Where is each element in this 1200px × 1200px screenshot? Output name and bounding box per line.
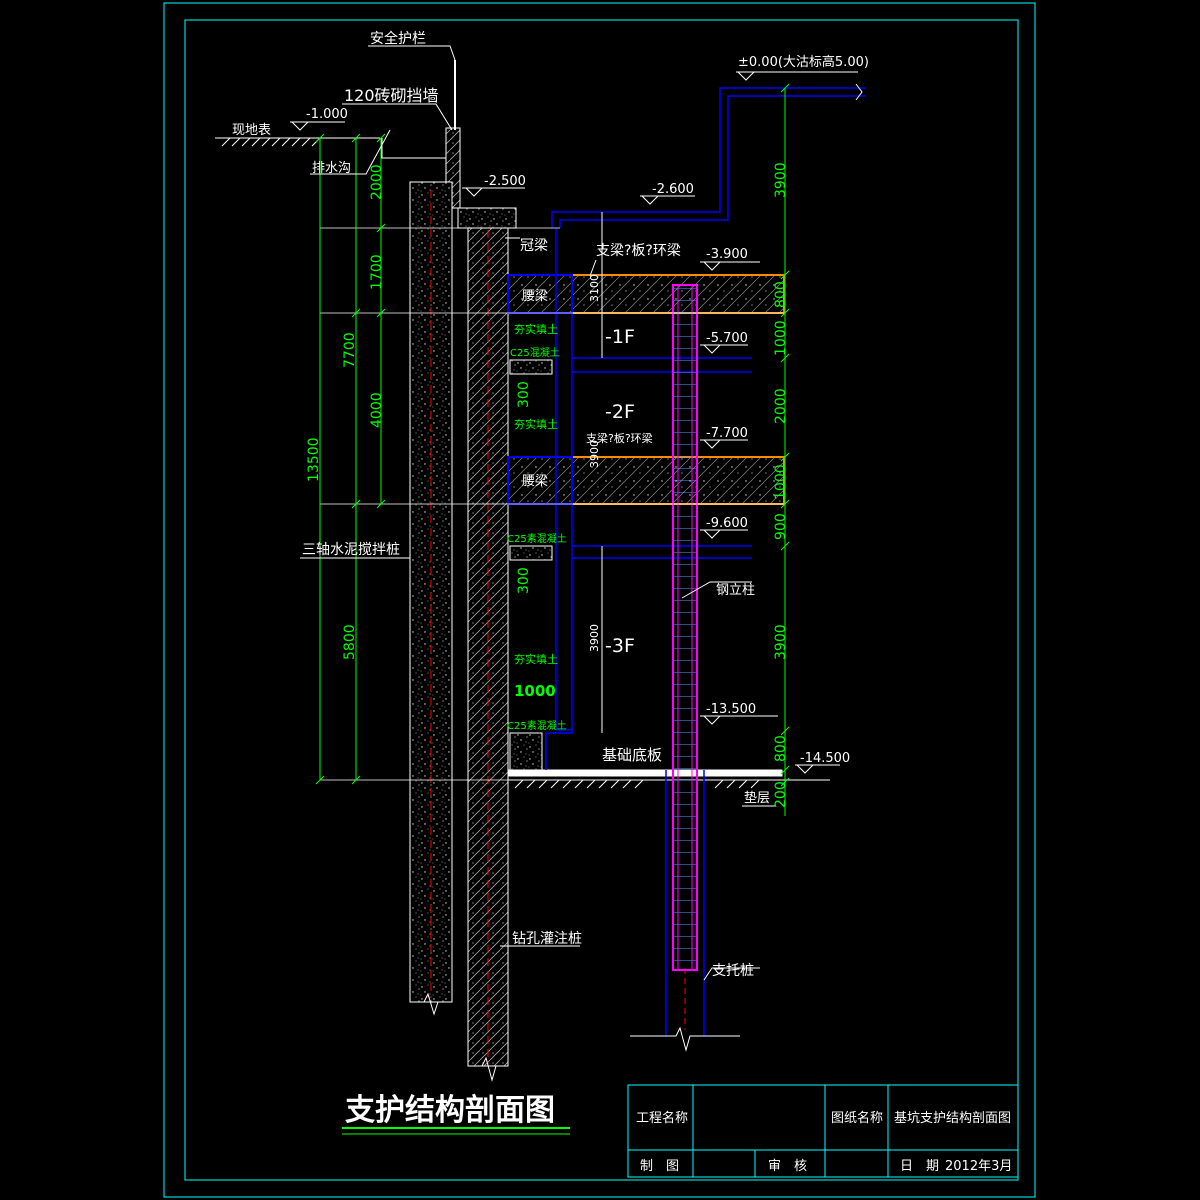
tb-drawn-label: 制 图 bbox=[640, 1159, 679, 1174]
dim-300-a: 300 bbox=[516, 381, 532, 408]
label-backfill-3: 夯实填土 bbox=[514, 652, 558, 666]
title-block bbox=[627, 1084, 1019, 1178]
c25-block-2 bbox=[509, 545, 553, 561]
reference-lines bbox=[320, 227, 785, 781]
rdim-200: 200 bbox=[773, 781, 789, 808]
label-floor-b1: -1F bbox=[605, 326, 635, 348]
dim-1000: 1000 bbox=[514, 682, 556, 700]
rdim-2000: 2000 bbox=[773, 388, 789, 424]
rdim-3900-b: 3900 bbox=[773, 624, 789, 660]
rdim-1000-b: 1000 bbox=[773, 464, 789, 500]
leader-lines bbox=[300, 45, 775, 981]
support-pile-break bbox=[630, 1026, 740, 1052]
dim-3100: 3100 bbox=[588, 274, 601, 302]
dim-5800: 5800 bbox=[342, 624, 358, 660]
support-pile bbox=[665, 770, 705, 1036]
tb-drawing-value: 基坑支护结构剖面图 bbox=[894, 1111, 1011, 1126]
dim-3900-a: 3900 bbox=[588, 440, 601, 468]
label-steel-column: 钢立柱 bbox=[716, 583, 755, 598]
crown-beam bbox=[457, 207, 517, 229]
dim-1700: 1700 bbox=[369, 254, 385, 290]
dim-7700: 7700 bbox=[342, 332, 358, 368]
label-waist-beam-1: 腰梁 bbox=[522, 289, 548, 304]
rdim-1000-a: 1000 bbox=[773, 320, 789, 356]
label-backfill-2: 夯实填土 bbox=[514, 417, 558, 431]
rdim-800-a: 800 bbox=[773, 281, 789, 308]
c25-block-3 bbox=[509, 732, 543, 772]
dim-4000: 4000 bbox=[369, 392, 385, 428]
label-bored-pile: 钻孔灌注桩 bbox=[512, 930, 582, 947]
label-c25-1: C25混凝土 bbox=[510, 346, 560, 359]
label-brick-wall: 120砖砌挡墙 bbox=[344, 86, 439, 105]
elev-ground: -1.000 bbox=[306, 107, 348, 122]
label-strut-2: 支梁?板?环梁 bbox=[586, 431, 653, 445]
label-base-slab: 基础底板 bbox=[602, 746, 662, 764]
waist-beam-b1 bbox=[507, 274, 573, 314]
label-c25-3: C25素混凝土 bbox=[507, 719, 567, 732]
label-crown-beam: 冠梁 bbox=[520, 238, 548, 254]
dim-13500: 13500 bbox=[306, 437, 322, 482]
base-soil-hatch bbox=[508, 779, 830, 789]
elev-13500: -13.500 bbox=[706, 702, 756, 717]
elev-14500: -14.500 bbox=[800, 751, 850, 766]
base-slab bbox=[507, 769, 783, 777]
label-ground: 现地表 bbox=[232, 123, 271, 138]
tb-date-label: 日 期 bbox=[900, 1159, 939, 1174]
right-dimension-line bbox=[780, 83, 790, 816]
tb-project-label: 工程名称 bbox=[636, 1110, 688, 1126]
label-waist-beam-2: 腰梁 bbox=[522, 474, 548, 489]
dim-2000: 2000 bbox=[369, 164, 385, 200]
rdim-800-b: 800 bbox=[773, 735, 789, 762]
tb-date-value: 2012年3月 bbox=[945, 1159, 1012, 1174]
elev-5700: -5.700 bbox=[706, 331, 748, 346]
elev-9600: -9.600 bbox=[706, 516, 748, 531]
label-cushion: 垫层 bbox=[744, 790, 770, 806]
drainage-ditch bbox=[381, 138, 447, 159]
left-dimension-lines bbox=[315, 133, 386, 785]
tb-drawing-label: 图纸名称 bbox=[831, 1110, 883, 1126]
label-c25-2: C25素混凝土 bbox=[507, 532, 567, 545]
inner-frame bbox=[184, 19, 1019, 1181]
outer-frame bbox=[163, 2, 1036, 1198]
elev-3900: -3.900 bbox=[706, 247, 748, 262]
mixing-pile-break bbox=[410, 992, 452, 1016]
label-floor-b3: -3F bbox=[605, 635, 635, 657]
bored-pile-break bbox=[468, 1056, 508, 1082]
elev-step: -2.600 bbox=[652, 182, 694, 197]
drawing-title: 支护结构剖面图 bbox=[345, 1093, 555, 1128]
steel-column bbox=[672, 284, 698, 971]
label-backfill-1: 夯实填土 bbox=[514, 322, 558, 336]
elev-crown: -2.500 bbox=[484, 174, 526, 189]
ground-surface bbox=[215, 137, 380, 147]
mixing-pile-body bbox=[409, 181, 453, 1003]
steel-column-lattice bbox=[673, 285, 697, 970]
tb-check-label: 审 核 bbox=[768, 1159, 807, 1174]
label-guardrail: 安全护栏 bbox=[370, 30, 426, 47]
label-support-pile: 支托桩 bbox=[712, 962, 754, 979]
elev-top: ±0.00(大沽标高5.00) bbox=[738, 54, 869, 70]
rdim-3900-a: 3900 bbox=[773, 162, 789, 198]
elev-7700: -7.700 bbox=[706, 426, 748, 441]
label-drain: 排水沟 bbox=[312, 161, 351, 176]
label-mixing-pile: 三轴水泥搅拌桩 bbox=[302, 541, 400, 558]
elevation-markers bbox=[290, 71, 858, 774]
break-mark-top bbox=[855, 83, 863, 101]
dim-300-b: 300 bbox=[516, 567, 532, 594]
dim-3900-b: 3900 bbox=[588, 624, 601, 652]
c25-block-1 bbox=[509, 359, 553, 375]
label-floor-b2: -2F bbox=[605, 401, 635, 423]
label-strut-1: 支梁?板?环梁 bbox=[596, 243, 681, 259]
rdim-900: 900 bbox=[773, 513, 789, 540]
